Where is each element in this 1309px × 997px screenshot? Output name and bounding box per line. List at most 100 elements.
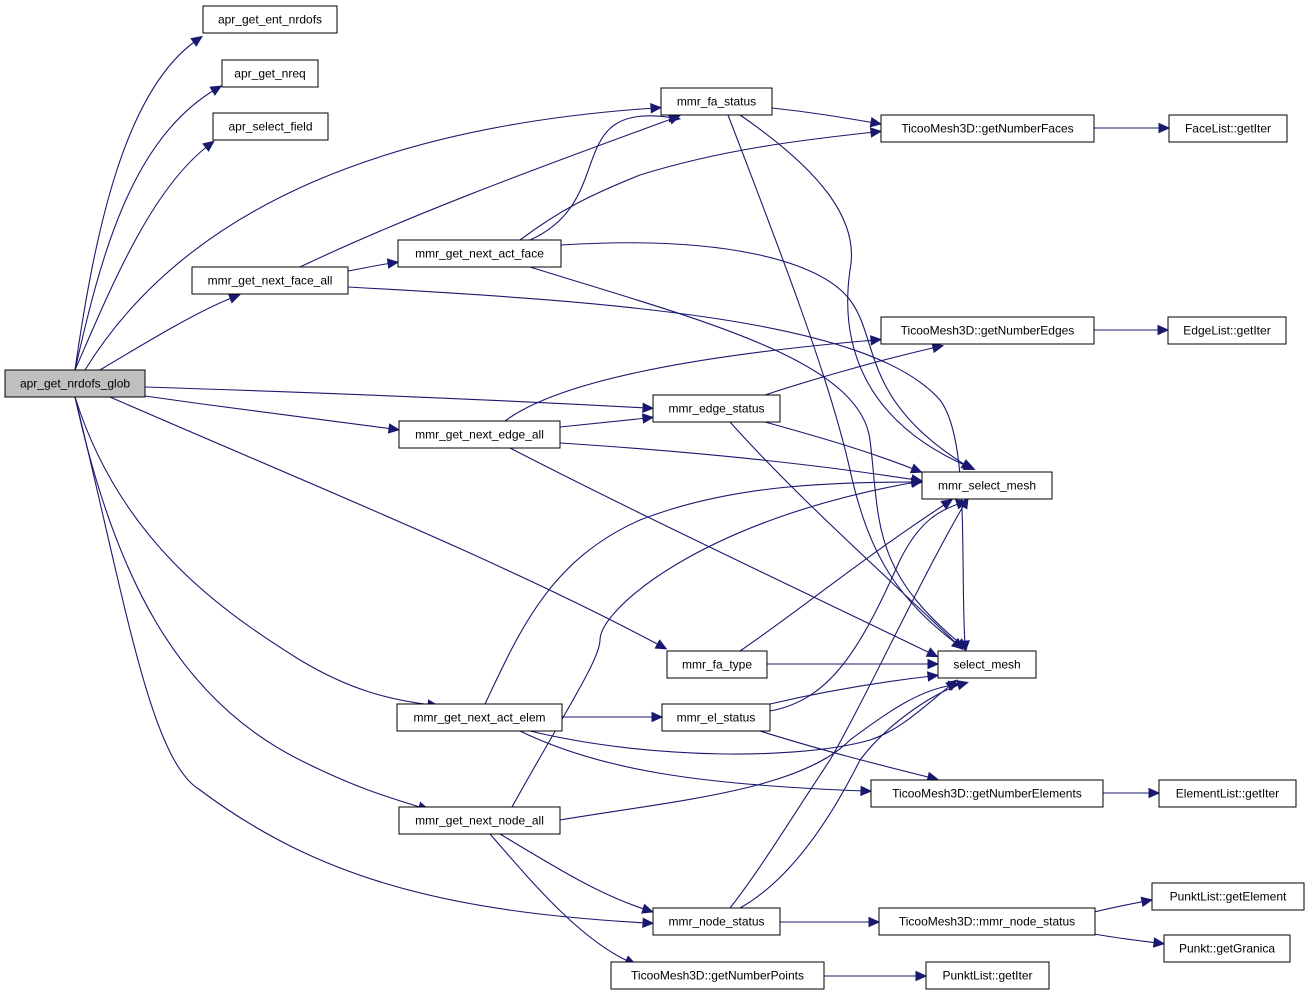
edge-line: [74, 144, 210, 371]
edge-line: [74, 396, 433, 706]
node-nea[interactable]: mmr_get_next_edge_all: [398, 420, 561, 449]
edge-nea-to-sm: [509, 447, 939, 658]
edge-els-to-sm: [769, 671, 940, 705]
edge-line: [529, 115, 675, 241]
node-label: Punkt::getGranica: [1179, 942, 1275, 956]
edge-naf-to-tnf: [519, 127, 883, 241]
node-label: apr_get_ent_nrdofs: [218, 13, 322, 27]
edge-line: [144, 395, 394, 430]
edge-es-to-sm: [729, 421, 964, 651]
node-ns[interactable]: mmr_node_status: [652, 907, 781, 936]
node-label: apr_get_nreq: [234, 67, 305, 81]
node-box: [398, 806, 561, 835]
arrowhead-icon: [1140, 896, 1154, 908]
node-elg[interactable]: EdgeList::getIter: [1167, 316, 1287, 345]
node-fat[interactable]: mmr_fa_type: [666, 650, 768, 679]
node-nfa[interactable]: mmr_get_next_face_all: [191, 266, 349, 295]
node-label: mmr_get_next_face_all: [208, 274, 333, 288]
node-pge[interactable]: PunktList::getElement: [1151, 882, 1305, 911]
edge-tmns-to-pgg: [1093, 933, 1166, 948]
edges-layer: [74, 35, 1171, 982]
node-plg[interactable]: PunktList::getIter: [925, 961, 1050, 990]
edge-tnp-to-plg: [824, 970, 928, 982]
edge-line: [99, 296, 235, 371]
node-es[interactable]: mmr_edge_status: [652, 394, 781, 423]
node-box: [191, 266, 349, 295]
edge-fas-to-sm: [727, 114, 964, 650]
edge-naf-to-msm: [560, 242, 974, 470]
node-tnp[interactable]: TicooMesh3D::getNumberPoints: [610, 961, 825, 990]
node-label: TicooMesh3D::mmr_node_status: [899, 915, 1075, 929]
arrowhead-icon: [1157, 324, 1170, 336]
node-tne[interactable]: TicooMesh3D::getNumberEdges: [880, 316, 1095, 345]
node-flg[interactable]: FaceList::getIter: [1168, 114, 1288, 143]
arrowhead-icon: [386, 258, 400, 269]
arrowhead-icon: [869, 127, 883, 138]
node-sm[interactable]: select_mesh: [937, 650, 1037, 679]
edge-root-to-fat: [109, 396, 668, 650]
edge-root-to-nfa: [99, 293, 241, 371]
edge-line: [529, 266, 963, 646]
node-tmns[interactable]: TicooMesh3D::mmr_node_status: [878, 907, 1096, 936]
arrowhead-icon: [641, 413, 655, 424]
arrowhead-icon: [190, 35, 203, 47]
node-pgg[interactable]: Punkt::getGranica: [1163, 934, 1291, 963]
arrowhead-icon: [202, 140, 215, 152]
edge-nea-to-tne: [504, 335, 883, 422]
edge-nae-to-tnel: [519, 730, 873, 797]
arrowhead-icon: [650, 103, 663, 114]
node-root[interactable]: apr_get_nrdofs_glob: [4, 369, 146, 398]
node-box: [1168, 114, 1288, 143]
node-label: TicooMesh3D::getNumberPoints: [631, 969, 804, 983]
node-label: FaceList::getIter: [1185, 122, 1271, 136]
edge-line: [739, 683, 963, 909]
node-tnf[interactable]: TicooMesh3D::getNumberFaces: [880, 114, 1095, 143]
edge-line: [144, 386, 648, 409]
node-nae[interactable]: mmr_get_next_act_elem: [396, 703, 563, 732]
node-els[interactable]: mmr_el_status: [661, 703, 771, 732]
edge-line: [769, 502, 962, 712]
node-label: mmr_fa_type: [682, 658, 752, 672]
node-label: mmr_select_mesh: [938, 479, 1036, 493]
node-box: [1167, 316, 1287, 345]
arrowhead-icon: [227, 293, 241, 304]
arrowhead-icon: [387, 423, 401, 434]
node-box: [921, 471, 1053, 500]
arrowhead-icon: [927, 658, 940, 670]
arrowhead-icon: [642, 402, 655, 414]
node-box: [1163, 934, 1291, 963]
node-msm[interactable]: mmr_select_mesh: [921, 471, 1053, 500]
arrowhead-icon: [962, 460, 976, 471]
edge-nna-to-ns: [499, 833, 654, 914]
edge-root-to-nreq: [74, 85, 223, 371]
edge-nae-to-els: [561, 711, 664, 723]
node-box: [398, 420, 561, 449]
node-ellg[interactable]: ElementList::getIter: [1158, 779, 1297, 808]
edge-line: [769, 675, 933, 705]
arrowhead-icon: [940, 499, 954, 510]
arrowhead-icon: [1148, 787, 1161, 799]
node-label: PunktList::getElement: [1170, 890, 1287, 904]
node-box: [212, 112, 329, 141]
arrowhead-icon: [958, 496, 969, 510]
arrowhead-icon: [931, 342, 945, 354]
edge-fas-to-msm: [739, 114, 976, 471]
node-box: [870, 779, 1104, 808]
node-label: apr_select_field: [228, 120, 312, 134]
edge-es-to-tne: [764, 342, 945, 396]
node-ent[interactable]: apr_get_ent_nrdofs: [202, 5, 338, 34]
node-tnel[interactable]: TicooMesh3D::getNumberElements: [870, 779, 1104, 808]
edge-root-to-es: [144, 386, 655, 414]
arrowhead-icon: [909, 463, 923, 474]
node-sel[interactable]: apr_select_field: [212, 112, 329, 141]
node-nna[interactable]: mmr_get_next_node_all: [398, 806, 561, 835]
arrowhead-icon: [651, 711, 664, 723]
node-nreq[interactable]: apr_get_nreq: [221, 59, 319, 88]
edge-line: [559, 684, 954, 821]
edge-root-to-nae: [74, 396, 440, 710]
edge-tnel-to-ellg: [1103, 787, 1161, 799]
node-naf[interactable]: mmr_get_next_act_face: [397, 239, 562, 268]
edge-line: [739, 502, 948, 652]
node-fas[interactable]: mmr_fa_status: [660, 87, 773, 116]
